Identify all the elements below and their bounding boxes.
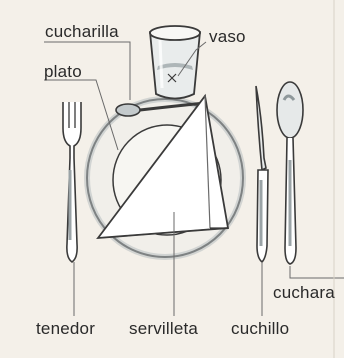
spoon bbox=[276, 81, 304, 265]
label-plato: plato bbox=[44, 62, 82, 81]
label-servilleta: servilleta bbox=[129, 319, 199, 338]
glass bbox=[149, 25, 201, 100]
label-vaso: vaso bbox=[209, 27, 246, 46]
label-cucharilla: cucharilla bbox=[45, 22, 119, 41]
leader-plato bbox=[44, 79, 119, 151]
leader-vaso bbox=[177, 41, 207, 77]
leader-cuchara bbox=[289, 266, 344, 279]
label-tenedor: tenedor bbox=[36, 319, 96, 338]
napkin bbox=[96, 93, 230, 240]
knife bbox=[255, 85, 269, 264]
fork bbox=[62, 102, 82, 263]
label-cuchillo: cuchillo bbox=[231, 319, 290, 338]
label-cuchara: cuchara bbox=[273, 283, 335, 302]
leader-cucharilla bbox=[44, 41, 131, 100]
leader-lines bbox=[44, 41, 344, 316]
